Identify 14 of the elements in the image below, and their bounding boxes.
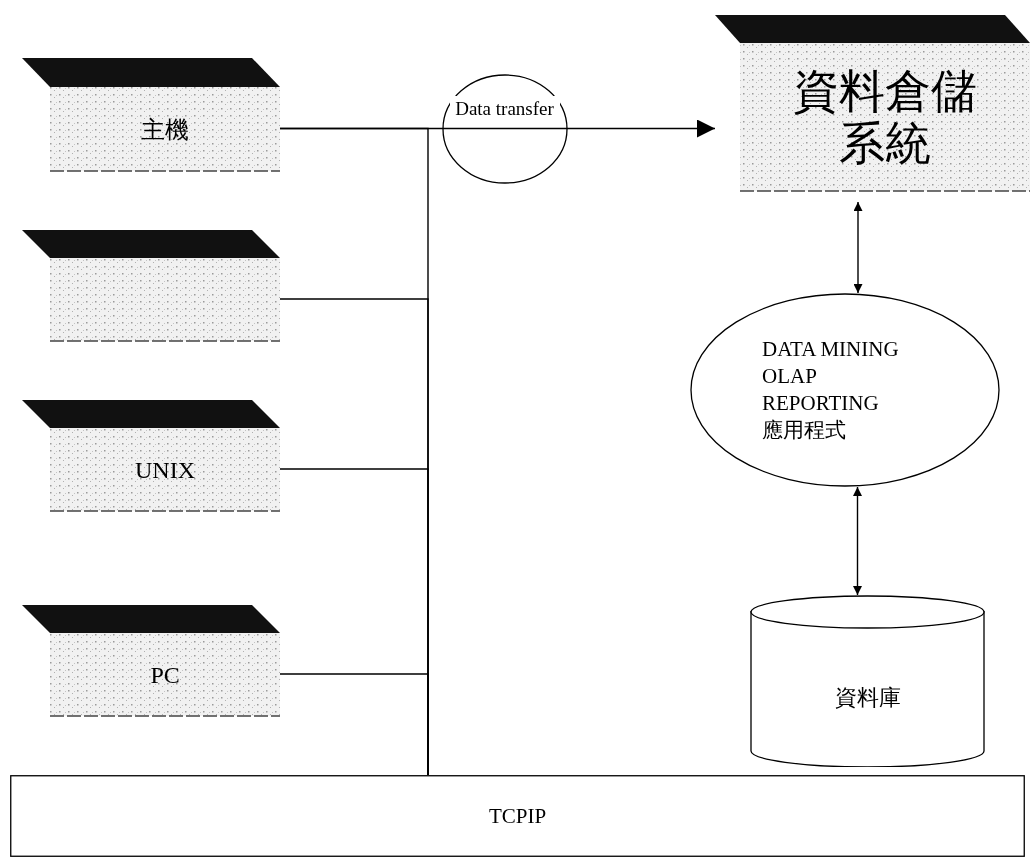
edge-label: Data transfer: [441, 73, 568, 184]
node-label: 應用程式: [762, 417, 846, 444]
node-label: TCPIP: [489, 804, 547, 828]
node-label: UNIX: [135, 456, 195, 484]
node-label: 主機: [141, 115, 189, 144]
double-arrow: [853, 201, 863, 294]
node-label: 資料庫: [834, 684, 901, 710]
double-arrow: [853, 486, 862, 596]
connector-line: [279, 673, 429, 776]
node-label: PC: [150, 661, 180, 689]
node-label: DATA MINING: [762, 336, 899, 363]
node-label: OLAP: [762, 363, 817, 390]
node-label: 資料倉儲系統: [792, 65, 978, 170]
node-label: REPORTING: [762, 390, 879, 417]
